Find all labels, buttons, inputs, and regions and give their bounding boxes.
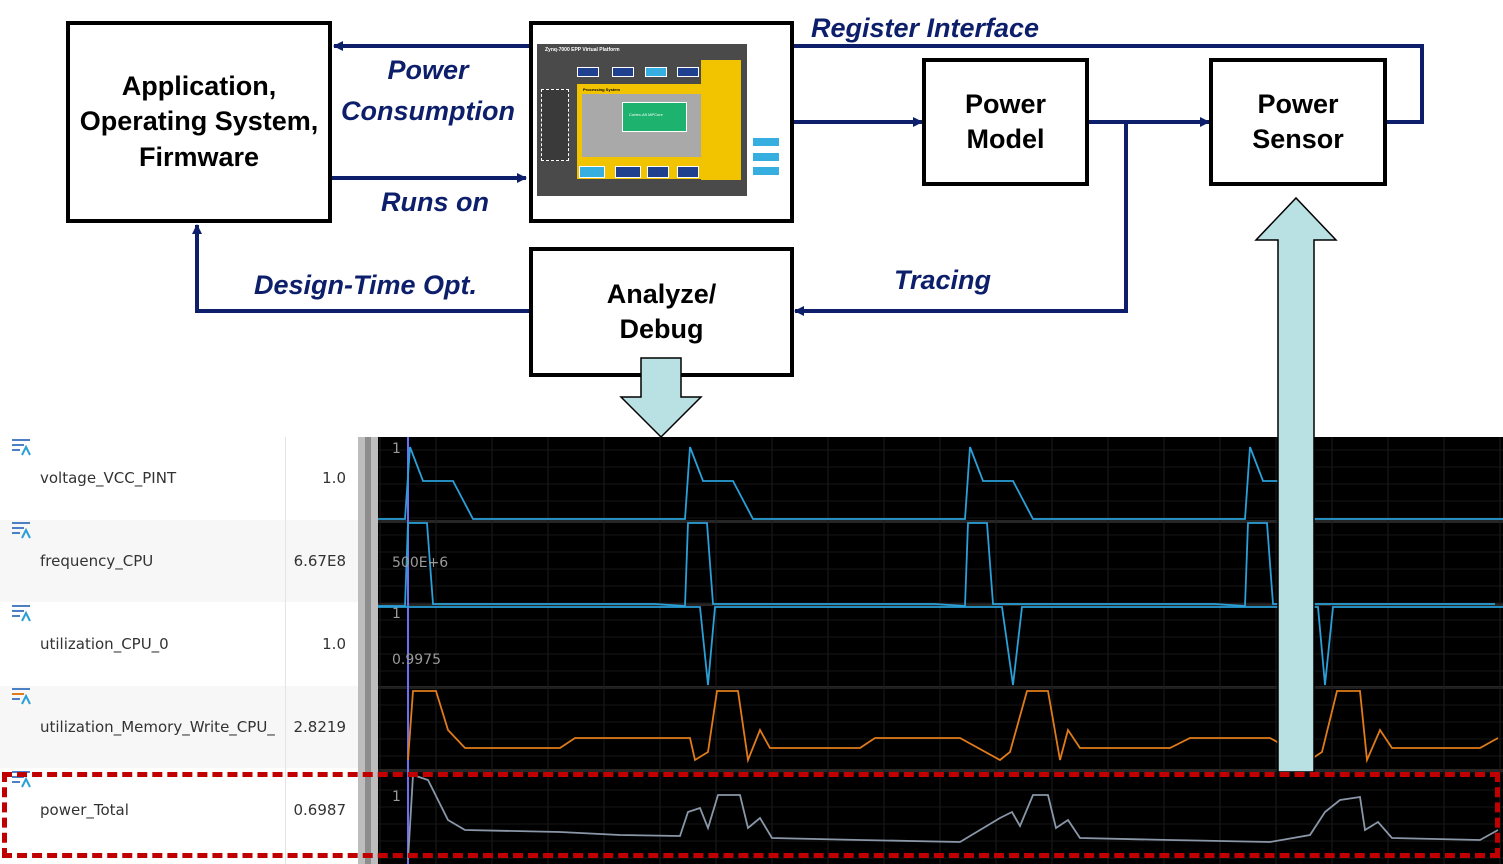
signal-row[interactable]: utilization_CPU_0 1.0 bbox=[0, 603, 358, 685]
app-os-firmware-box: Application, Operating System, Firmware bbox=[66, 21, 332, 223]
zynq-title: Zynq-7000 EPP Virtual Platform bbox=[545, 47, 620, 53]
processing-system-block bbox=[577, 84, 707, 179]
app-os-firmware-label: Application, Operating System, Firmware bbox=[79, 71, 319, 172]
register-interface-label: Register Interface bbox=[810, 13, 1040, 43]
chip-block bbox=[577, 67, 599, 77]
core-label: Cortex-A9 MPCore bbox=[629, 112, 663, 117]
design-time-arrow bbox=[192, 224, 530, 313]
tracing-label: Tracing bbox=[893, 265, 992, 295]
chip-block bbox=[579, 166, 605, 178]
signal-icon bbox=[12, 605, 31, 622]
cortex-core-block bbox=[622, 102, 687, 132]
power-total-trace bbox=[407, 773, 1499, 861]
chip-block bbox=[752, 166, 780, 176]
programmable-logic-block bbox=[701, 60, 741, 180]
chip-block bbox=[677, 166, 699, 178]
peripheral-interface-block bbox=[541, 89, 569, 161]
signal-name: frequency_CPU bbox=[40, 552, 154, 570]
signal-icon bbox=[12, 522, 31, 539]
voltage-axis-label: 1 bbox=[392, 441, 401, 457]
memory-write-trace bbox=[407, 690, 1499, 764]
power-total-highlight bbox=[2, 772, 1500, 858]
design-time-opt-label: Design-Time Opt. bbox=[253, 270, 478, 300]
signal-icon bbox=[12, 439, 31, 456]
processing-system-label: Processing System bbox=[583, 87, 620, 92]
up-shaded-arrow bbox=[1254, 196, 1338, 773]
chip-block bbox=[615, 166, 641, 178]
tracing-arrow bbox=[794, 122, 1128, 316]
utilization-axis-label-high: 1 bbox=[392, 606, 401, 622]
signal-row[interactable]: frequency_CPU 6.67E8 bbox=[0, 520, 358, 602]
voltage-trace bbox=[378, 446, 1503, 520]
signal-name: utilization_CPU_0 bbox=[40, 635, 169, 653]
power-sensor-label: Power Sensor bbox=[1252, 88, 1344, 154]
signal-name: power_Total bbox=[40, 801, 129, 819]
utilization-trace bbox=[378, 606, 1503, 686]
column-divider bbox=[285, 437, 286, 864]
analyze-debug-label: Analyze/ Debug bbox=[606, 278, 717, 344]
power-consumption-label: Power Consumption bbox=[341, 55, 515, 126]
register-interface-arrow bbox=[740, 41, 1424, 124]
signal-name: utilization_Memory_Write_CPU_ bbox=[40, 718, 275, 736]
chip-block bbox=[647, 166, 669, 178]
frequency-axis-label: 500E+6 bbox=[392, 555, 449, 571]
splitter-grip[interactable] bbox=[365, 437, 371, 864]
signal-value: 1.0 bbox=[322, 469, 346, 487]
signal-row[interactable]: utilization_Memory_Write_CPU_ 2.8219 bbox=[0, 686, 358, 768]
power-model-label: Power Model bbox=[964, 88, 1047, 154]
signal-value: 1.0 bbox=[322, 635, 346, 653]
chip-block bbox=[612, 67, 634, 77]
chip-block bbox=[752, 152, 780, 162]
power-model-box: Power Model bbox=[922, 58, 1089, 186]
utilization-axis-label-low: 0.9975 bbox=[392, 652, 441, 668]
signal-icon bbox=[12, 688, 31, 705]
signal-value: 6.67E8 bbox=[293, 552, 346, 570]
signal-name: voltage_VCC_PINT bbox=[40, 469, 177, 487]
runs-on-label: Runs on bbox=[381, 187, 489, 217]
frequency-trace bbox=[378, 522, 1495, 607]
down-shaded-arrow bbox=[619, 357, 703, 439]
signal-value: 2.8219 bbox=[293, 718, 347, 736]
signal-row[interactable]: voltage_VCC_PINT 1.0 bbox=[0, 437, 358, 519]
chip-block bbox=[677, 67, 699, 77]
signal-list-panel bbox=[0, 437, 358, 864]
chip-block bbox=[645, 67, 667, 77]
chip-block bbox=[752, 137, 780, 147]
signal-value: 0.6987 bbox=[293, 801, 347, 819]
zynq-platform-image: Zynq-7000 EPP Virtual Platform Processin… bbox=[537, 44, 780, 196]
power-sensor-box: Power Sensor bbox=[1209, 58, 1387, 186]
power-axis-label: 1 bbox=[392, 789, 401, 805]
